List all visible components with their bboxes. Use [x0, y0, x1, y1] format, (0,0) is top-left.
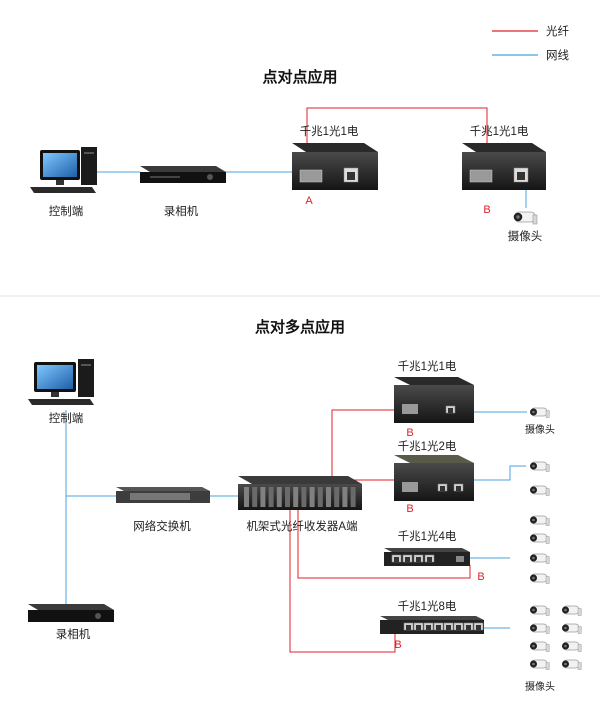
rack-slot	[260, 487, 266, 507]
device4-label: 千兆1光8电	[398, 599, 457, 613]
rack-slot	[285, 487, 290, 507]
rack-slot	[244, 487, 249, 507]
camera	[561, 623, 582, 634]
device3-label: 千兆1光4电	[398, 529, 457, 543]
network-switch	[116, 487, 210, 503]
section2-title: 点对多点应用	[255, 318, 345, 336]
camera	[529, 623, 550, 634]
device2-label: 千兆1光2电	[398, 439, 457, 453]
camera	[529, 533, 550, 544]
converter-b-label: 千兆1光1电	[470, 124, 529, 138]
rack-slot	[326, 487, 331, 507]
camera	[561, 659, 582, 670]
device3-port: B	[477, 571, 484, 583]
section2-control-label: 控制端	[49, 411, 84, 425]
control-pc	[30, 147, 97, 193]
device1-label: 千兆1光1电	[398, 359, 457, 373]
fiber-rack-device1	[331, 409, 410, 482]
device3	[384, 548, 470, 566]
rack-slot	[268, 487, 274, 507]
camera	[529, 485, 550, 496]
camera	[561, 605, 582, 616]
rack-slot	[309, 487, 315, 507]
point-to-point-section: 点对点应用 控制端 录相机 千兆1光1电	[30, 68, 546, 243]
rack-slot	[334, 487, 340, 507]
camera	[513, 211, 538, 225]
device4	[380, 616, 484, 634]
section1-camera-label: 摄像头	[508, 229, 543, 243]
converter-a	[292, 143, 378, 190]
legend-network-label: 网线	[546, 48, 569, 62]
fiber-rack-device4	[289, 505, 396, 653]
section1-recorder-label: 录相机	[164, 204, 199, 218]
rack-slot	[342, 487, 348, 507]
camera	[529, 461, 550, 472]
rack-slot	[293, 487, 299, 507]
device4-camera-label: 摄像头	[525, 680, 555, 693]
camera	[561, 641, 582, 652]
device1	[394, 377, 474, 423]
device1-port: B	[406, 427, 413, 439]
camera	[529, 641, 550, 652]
camera	[529, 573, 550, 584]
rack-label: 机架式光纤收发器A端	[246, 519, 357, 533]
device1-camera-label: 摄像头	[525, 423, 555, 436]
device2	[394, 455, 474, 501]
rack-chassis	[238, 476, 362, 510]
device4-port: B	[394, 639, 401, 651]
recorder	[140, 166, 226, 183]
converter-a-label: 千兆1光1电	[300, 124, 359, 138]
device2-port: B	[406, 503, 413, 515]
rack-slot	[276, 487, 282, 507]
legend: 光纤 网线	[492, 24, 569, 62]
converter-b-port: B	[483, 204, 490, 216]
rack-slot	[317, 487, 323, 507]
section1-title: 点对点应用	[262, 68, 337, 86]
camera	[529, 407, 550, 418]
section1-control-label: 控制端	[49, 204, 84, 218]
rack-slot	[301, 487, 307, 507]
camera	[529, 553, 550, 564]
camera	[529, 515, 550, 526]
converter-b	[462, 143, 546, 190]
rack-slot	[252, 487, 258, 507]
camera	[529, 659, 550, 670]
switch-label: 网络交换机	[133, 519, 191, 533]
camera	[529, 605, 550, 616]
converter-a-port: A	[305, 195, 313, 207]
legend-fiber-label: 光纤	[546, 24, 569, 38]
section2-recorder-label: 录相机	[56, 627, 91, 641]
recorder-2	[28, 604, 114, 622]
rack-slot	[350, 487, 356, 507]
fiber-rack-device3	[297, 505, 471, 579]
control-pc-2	[28, 359, 94, 405]
point-to-multipoint-section: 点对多点应用 控制端 网络交换机	[28, 318, 582, 693]
cable-device2-cams	[474, 465, 526, 481]
